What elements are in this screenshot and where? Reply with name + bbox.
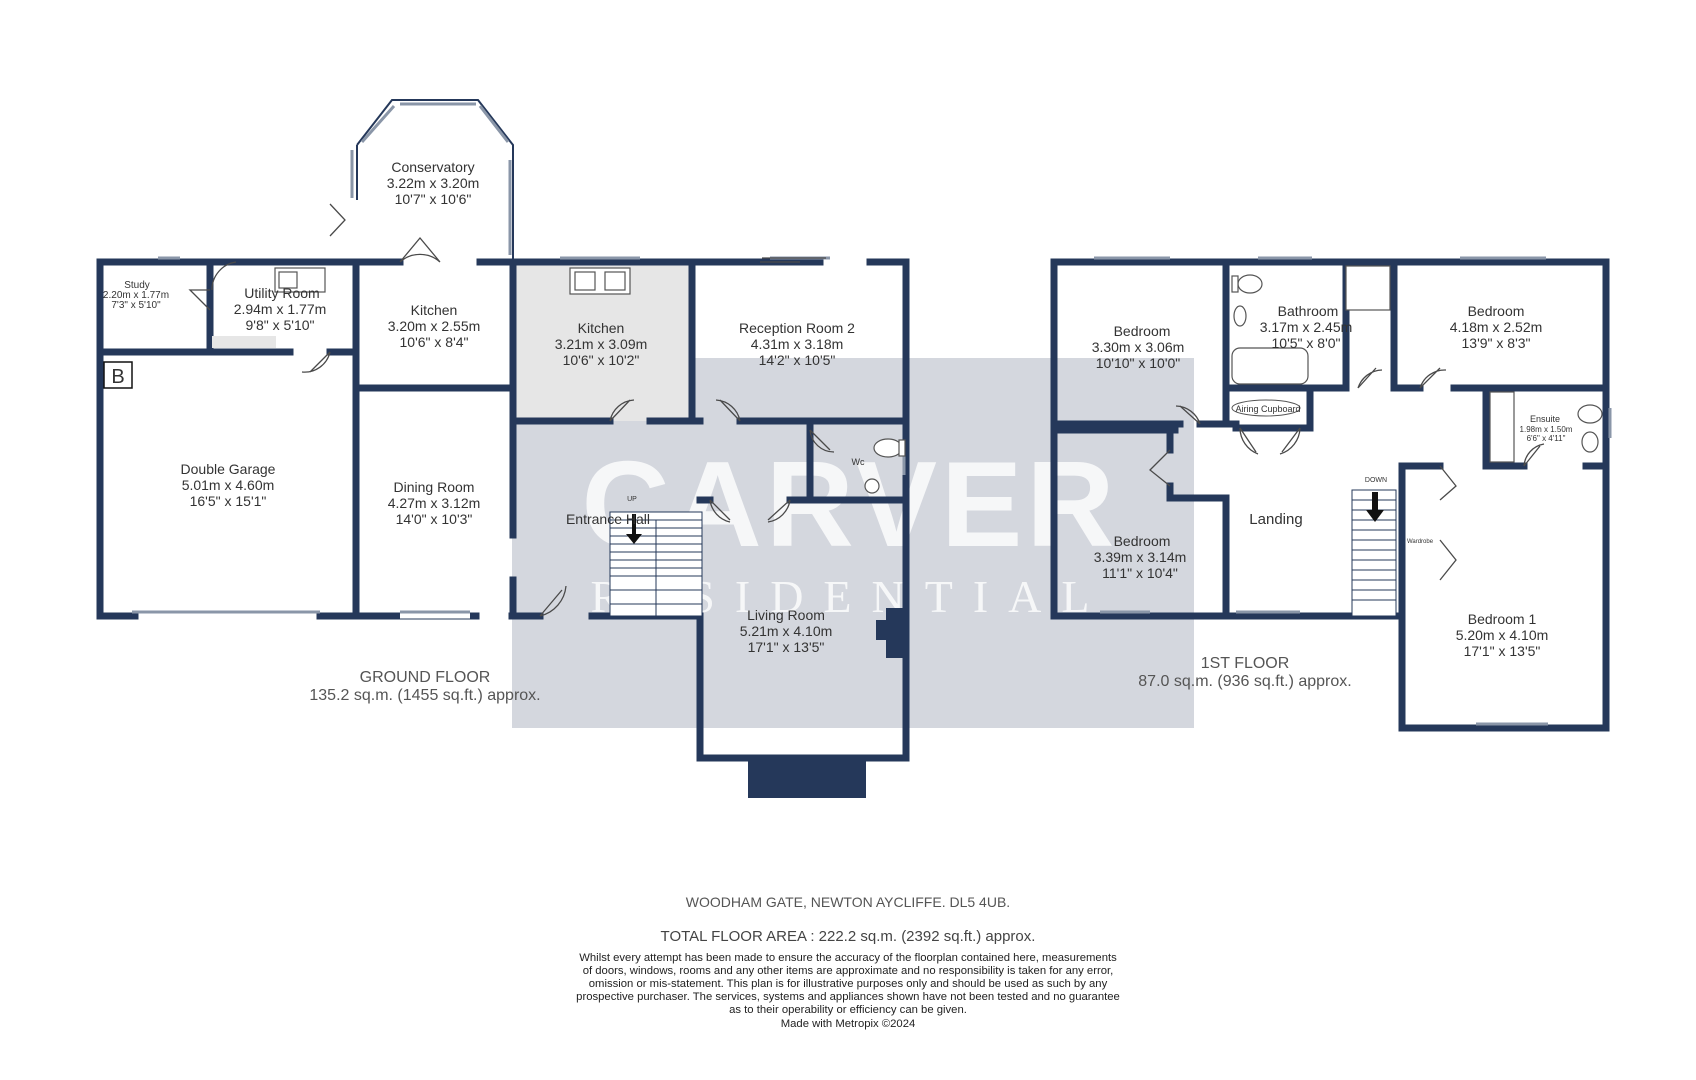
room-bathroom: Bathroom 3.17m x 2.45m 10'5" x 8'0" [1260, 303, 1353, 351]
room-imperial: 17'1" x 13'5" [748, 639, 825, 655]
room-metric: 4.18m x 2.52m [1450, 319, 1543, 335]
room-name: Bedroom [1114, 533, 1171, 549]
room-metric: 4.31m x 3.18m [751, 336, 844, 352]
room-imperial: 10'7" x 10'6" [395, 191, 472, 207]
room-metric: 3.21m x 3.09m [555, 336, 648, 352]
total-floor-area: TOTAL FLOOR AREA : 222.2 sq.m. (2392 sq.… [660, 928, 1036, 945]
room-entrance-hall: Entrance Hall [566, 511, 650, 527]
room-reception-2: Reception Room 2 4.31m x 3.18m 14'2" x 1… [739, 320, 855, 368]
room-metric: 4.27m x 3.12m [388, 495, 481, 511]
room-study: Study 2.20m x 1.77m 7'3" x 5'10" [103, 280, 169, 311]
room-kitchen-a: Kitchen 3.20m x 2.55m 10'6" x 8'4" [388, 302, 481, 350]
room-name: Kitchen [411, 302, 458, 318]
ground-stairs [609, 511, 703, 617]
room-imperial: 7'3" x 5'10" [111, 300, 161, 311]
room-metric: 3.30m x 3.06m [1092, 339, 1185, 355]
room-name: Reception Room 2 [739, 320, 855, 336]
room-imperial: 9'8" x 5'10" [246, 317, 315, 333]
room-imperial: 14'2" x 10'5" [759, 352, 836, 368]
room-double-garage: Double Garage 5.01m x 4.60m 16'5" x 15'1… [181, 461, 276, 509]
ground-floor-label: GROUND FLOOR 135.2 sq.m. (1455 sq.ft.) a… [290, 669, 560, 705]
room-name: Airing Cupboard [1235, 404, 1300, 414]
room-metric: 1.98m x 1.50m [1520, 425, 1573, 434]
room-name: Living Room [747, 607, 825, 623]
room-imperial: 10'6" x 8'4" [400, 334, 469, 350]
room-ensuite: Ensuite 1.98m x 1.50m 6'6" x 4'11" [1520, 414, 1573, 443]
room-metric: 3.39m x 3.14m [1094, 549, 1187, 565]
stairs-up-arrow-icon [626, 514, 642, 544]
room-metric: 2.94m x 1.77m [234, 301, 327, 317]
room-imperial: 17'1" x 13'5" [1464, 643, 1541, 659]
boiler-label: B [111, 366, 124, 388]
stairs-down-arrow-icon [1366, 492, 1384, 522]
room-imperial: 10'5" x 8'0" [1272, 335, 1341, 351]
property-address: WOODHAM GATE, NEWTON AYCLIFFE. DL5 4UB. [685, 894, 1011, 910]
room-imperial: 11'1" x 10'4" [1102, 565, 1178, 581]
first-stairs [1351, 489, 1397, 617]
room-metric: 3.22m x 3.20m [387, 175, 480, 191]
room-imperial: 16'5" x 15'1" [190, 493, 267, 509]
floor-name: 1ST FLOOR [1200, 655, 1290, 672]
first-floor-label: 1ST FLOOR 87.0 sq.m. (936 sq.ft.) approx… [1110, 655, 1380, 691]
room-metric: 5.01m x 4.60m [182, 477, 275, 493]
ground-floor-plan: B Conservatory 3.22m x 3.20m 10'7" x 10'… [96, 99, 910, 798]
room-name: Bedroom [1114, 323, 1171, 339]
disclaimer-line: of doors, windows, rooms and any other i… [582, 965, 1114, 977]
first-floor-plan: Bedroom 3.30m x 3.06m 10'10" x 10'0" Bat… [1050, 256, 1612, 732]
room-imperial: 13'9" x 8'3" [1462, 335, 1531, 351]
room-name: Conservatory [391, 159, 474, 175]
room-metric: 5.20m x 4.10m [1456, 627, 1549, 643]
room-kitchen-b: Kitchen 3.21m x 3.09m 10'6" x 10'2" [555, 320, 648, 368]
disclaimer: Whilst every attempt has been made to en… [548, 952, 1148, 1017]
boiler-marker [103, 361, 133, 389]
room-name: Dining Room [394, 479, 475, 495]
room-name: Kitchen [578, 320, 625, 336]
room-utility: Utility Room 2.94m x 1.77m 9'8" x 5'10" [234, 285, 327, 333]
room-imperial: 10'10" x 10'0" [1096, 355, 1181, 371]
room-bedroom-1: Bedroom 1 5.20m x 4.10m 17'1" x 13'5" [1456, 611, 1549, 659]
room-name: Ensuite [1530, 414, 1560, 424]
disclaimer-line: omission or mis-statement. This plan is … [588, 978, 1108, 990]
floor-name: GROUND FLOOR [359, 669, 491, 686]
room-name: Utility Room [244, 285, 319, 301]
room-metric: 2.20m x 1.77m [103, 290, 169, 301]
stairs-down-label: DOWN [1365, 477, 1387, 484]
disclaimer-line: Whilst every attempt has been made to en… [579, 952, 1117, 964]
room-dining: Dining Room 4.27m x 3.12m 14'0" x 10'3" [388, 479, 481, 527]
room-wc: Wc [852, 457, 865, 467]
floor-area: 135.2 sq.m. (1455 sq.ft.) approx. [309, 687, 541, 704]
room-metric: 3.20m x 2.55m [388, 318, 481, 334]
disclaimer-line: as to their operability or efficiency ca… [729, 1004, 967, 1016]
wardrobe-label: Wardrobe [1407, 539, 1434, 545]
room-name: Study [124, 280, 150, 291]
stairs-up-label: UP [627, 496, 637, 503]
room-bedroom-ne: Bedroom 4.18m x 2.52m 13'9" x 8'3" [1450, 303, 1543, 351]
room-imperial: 14'0" x 10'3" [396, 511, 473, 527]
room-landing: Landing [1249, 511, 1302, 528]
airing-cupboard: Airing Cupboard [1231, 399, 1301, 417]
room-imperial: 10'6" x 10'2" [563, 352, 640, 368]
room-bedroom-nw: Bedroom 3.30m x 3.06m 10'10" x 10'0" [1092, 323, 1185, 371]
room-name: Double Garage [181, 461, 276, 477]
room-living: Living Room 5.21m x 4.10m 17'1" x 13'5" [740, 607, 833, 655]
floor-area: 87.0 sq.m. (936 sq.ft.) approx. [1138, 673, 1352, 690]
room-name: Bathroom [1278, 303, 1339, 319]
room-name: Bedroom 1 [1468, 611, 1537, 627]
metropix-credit: Made with Metropix ©2024 [780, 1018, 916, 1030]
room-imperial: 6'6" x 4'11" [1527, 434, 1566, 443]
room-metric: 3.17m x 2.45m [1260, 319, 1353, 335]
disclaimer-line: prospective purchaser. The services, sys… [576, 991, 1120, 1003]
room-name: Bedroom [1468, 303, 1525, 319]
room-metric: 5.21m x 4.10m [740, 623, 833, 639]
room-bedroom-sw: Bedroom 3.39m x 3.14m 11'1" x 10'4" [1094, 533, 1187, 581]
room-conservatory: Conservatory 3.22m x 3.20m 10'7" x 10'6" [387, 159, 480, 207]
